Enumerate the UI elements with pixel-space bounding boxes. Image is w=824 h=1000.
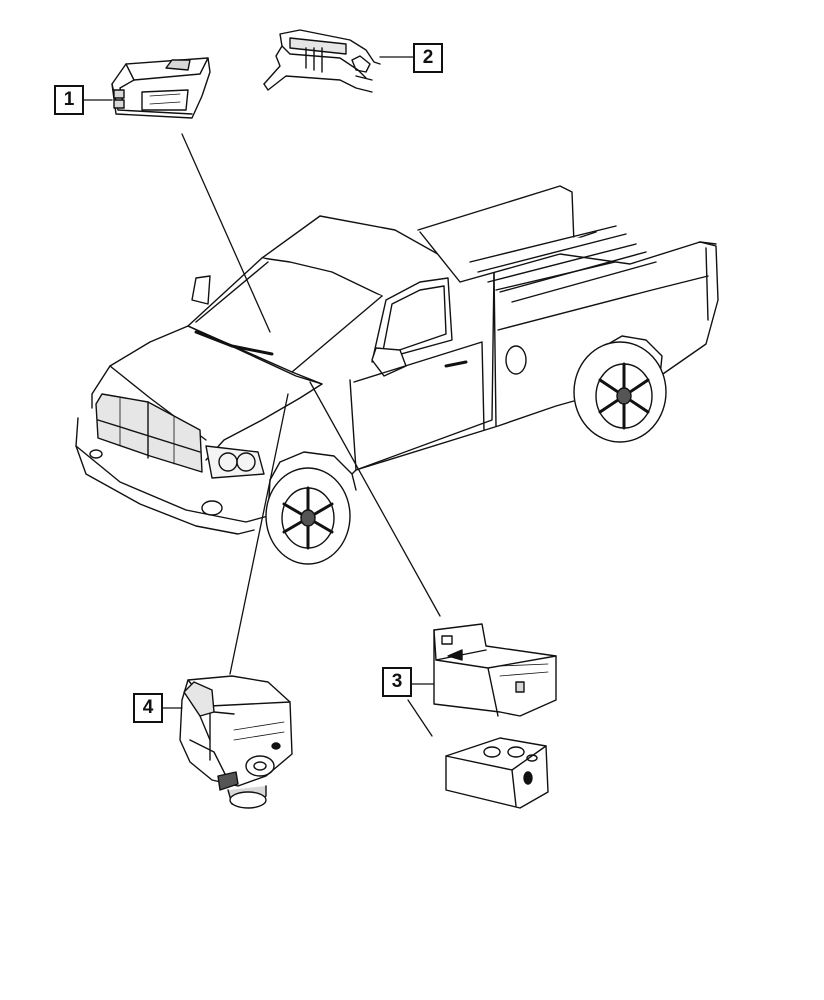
callout-4-label: 4 [142, 697, 154, 718]
leader-line-4-to-truck [229, 393, 289, 675]
callout-2-label: 2 [422, 47, 434, 68]
part-3-module [433, 623, 557, 717]
part-2-bracket [263, 29, 381, 93]
callout-1-label: 1 [63, 89, 75, 110]
leader-line-1-to-truck [181, 133, 271, 333]
leader-line-3-to-block [407, 699, 433, 737]
pickup-truck [75, 185, 719, 565]
part-4-abs-unit [179, 675, 293, 809]
leader-lines [83, 56, 441, 737]
leader-line-3-to-truck [309, 381, 441, 617]
callout-3-label: 3 [391, 671, 403, 692]
callout-1: 1 [54, 85, 84, 115]
callout-4: 4 [133, 693, 163, 723]
part-3-block [445, 737, 549, 809]
callout-2: 2 [413, 43, 443, 73]
part-1-module [111, 57, 211, 119]
callout-3: 3 [382, 667, 412, 697]
